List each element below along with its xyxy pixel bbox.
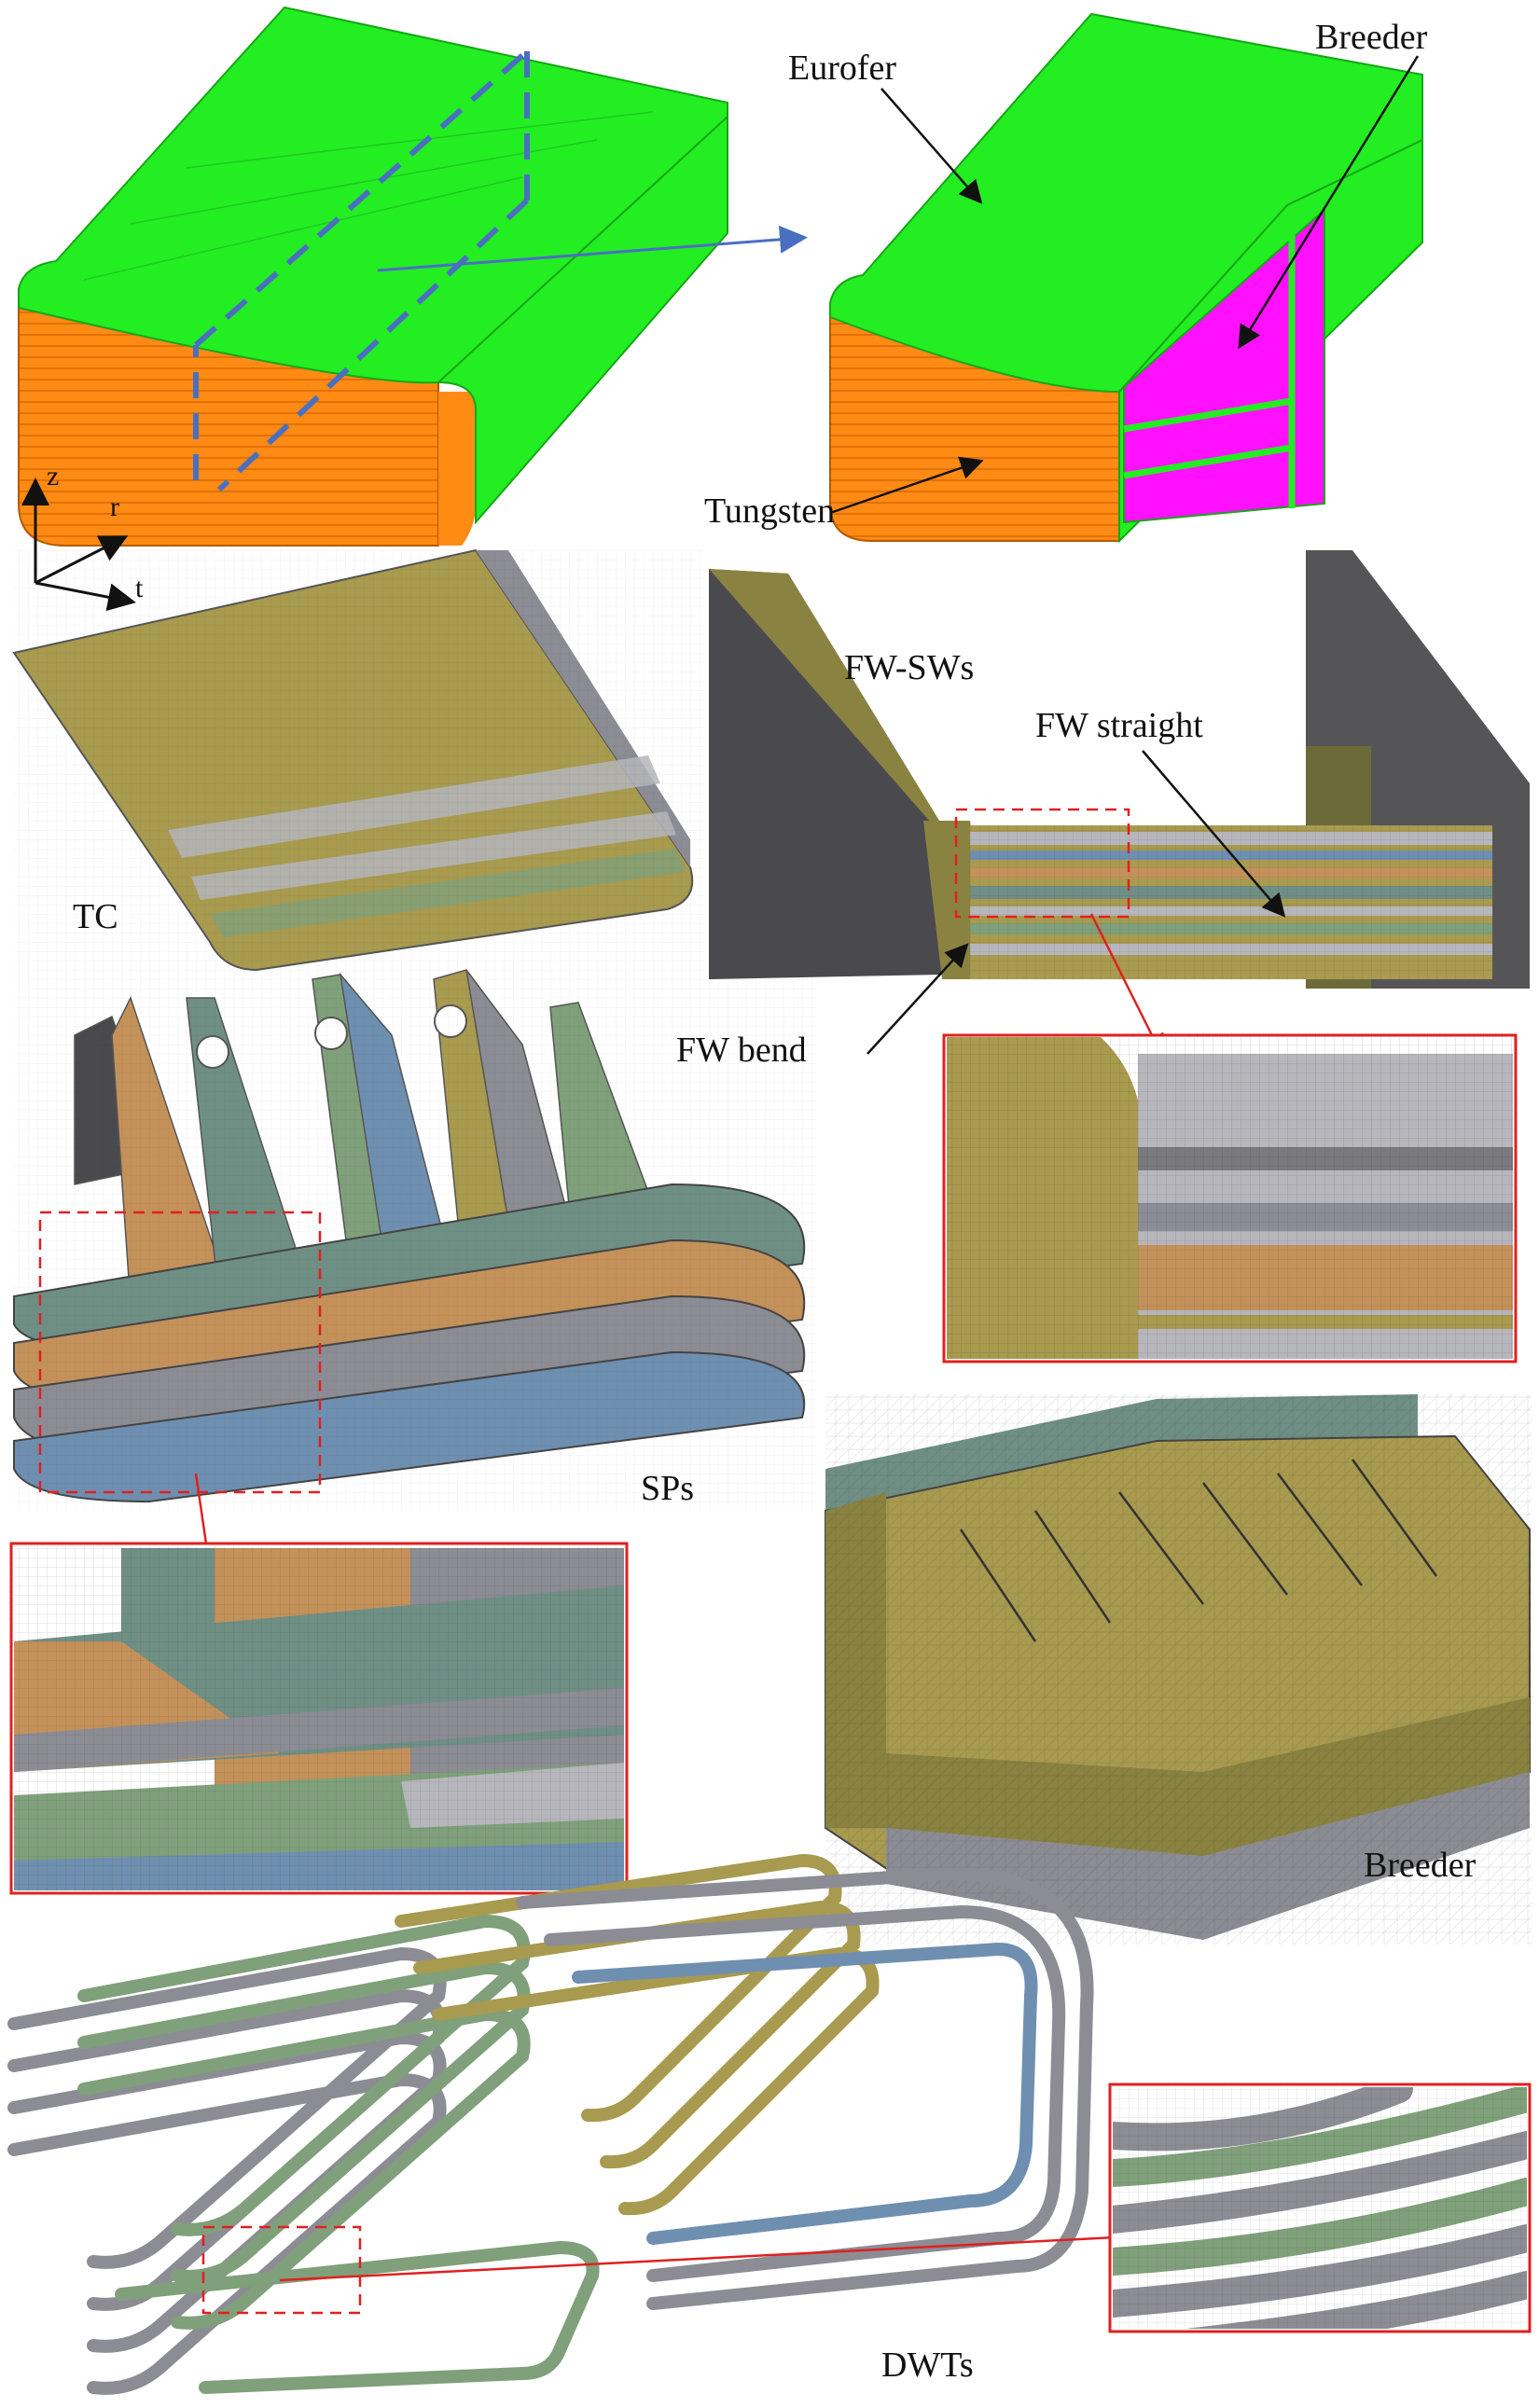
dwts-zoom-arrow <box>279 2225 1138 2282</box>
breeder-pointer <box>1238 55 1420 350</box>
fw-zoom-box <box>954 808 1130 919</box>
fw-zoom-arrow <box>1089 913 1164 1059</box>
fw-straight-pointer <box>1142 750 1286 918</box>
label-fw-straight: FW straight <box>1035 706 1203 745</box>
dwts-zoom-panel <box>1108 2083 1532 2333</box>
blanket-module-cut <box>829 12 1423 544</box>
tungsten-pointer <box>829 456 984 515</box>
label-dwts: DWTs <box>881 2346 974 2385</box>
fw-bend-pointer <box>867 943 969 1055</box>
label-breeder-top: Breeder <box>1315 18 1428 57</box>
axis-r-label: r <box>110 491 119 522</box>
section-arrow <box>377 225 808 272</box>
section-plane-outline <box>193 48 530 492</box>
label-tungsten: Tungsten <box>704 491 835 531</box>
fw-zoom-panel <box>942 1033 1518 1363</box>
label-eurofer: Eurofer <box>788 48 896 88</box>
label-breeder-bottom: Breeder <box>1364 1846 1477 1885</box>
tc-cap <box>12 548 704 979</box>
label-sps: SPs <box>641 1469 694 1508</box>
stiffening-plates <box>13 969 816 1511</box>
label-tc: TC <box>73 897 118 936</box>
eurofer-pointer <box>880 88 983 204</box>
sps-zoom-panel <box>9 1542 629 1895</box>
fw-assembly <box>709 550 1530 989</box>
dwts-zoom-box <box>201 2225 362 2315</box>
label-fw-sws: FW-SWs <box>844 648 974 687</box>
double-wall-tubes <box>7 1853 1094 2395</box>
sps-zoom-box <box>38 1211 322 1494</box>
blanket-module-full <box>18 6 728 547</box>
breeder-mesh <box>825 1394 1532 1944</box>
axis-z-label: z <box>47 461 59 491</box>
